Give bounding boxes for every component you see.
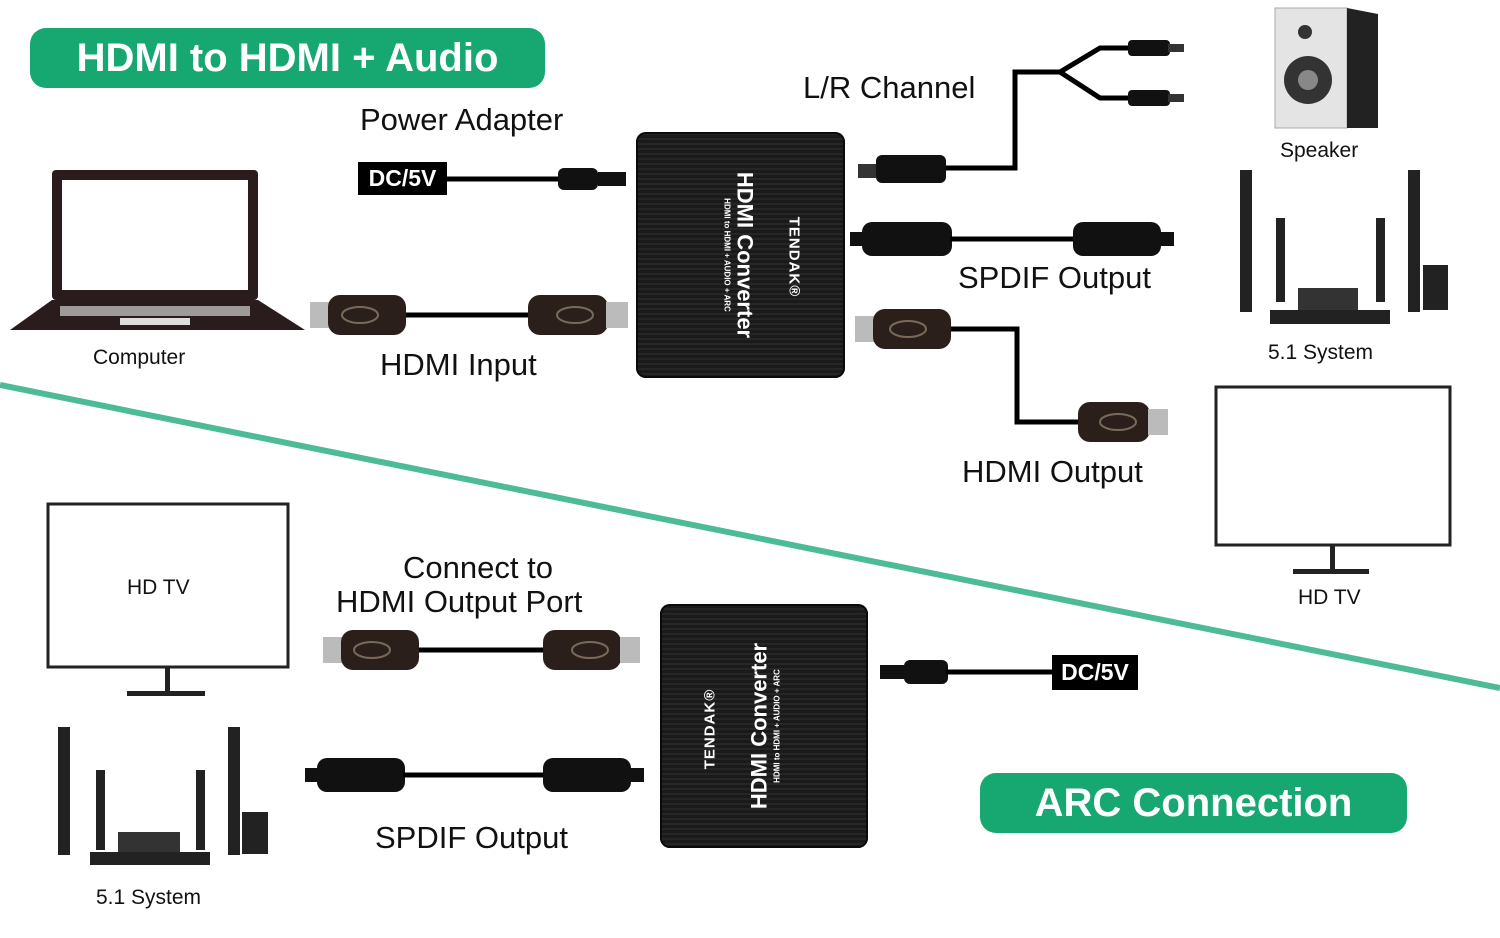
power-cable-icon [880, 660, 1053, 684]
hdmi-input-cable-icon [310, 295, 628, 335]
system-label: 5.1 System [1268, 341, 1374, 364]
speaker-icon [1274, 7, 1378, 129]
dc-5v-label: DC/5V [358, 162, 447, 195]
hdmi-output-port-label: HDMI Output Port [336, 584, 583, 619]
device-subtitle: HDMI to HDMI + AUDIO + ARC [772, 669, 782, 783]
section-title-arc: ARC Connection [980, 773, 1407, 833]
hdtv-label: HD TV [127, 576, 190, 599]
device-brand: TENDAK® [785, 216, 803, 298]
hdmi-cable-icon [323, 630, 640, 670]
spdif-output-label: SPDIF Output [375, 820, 568, 855]
power-cable-icon [447, 168, 626, 190]
speaker-label: Speaker [1280, 139, 1359, 162]
hdtv-label: HD TV [1298, 586, 1361, 609]
hdmi-output-label: HDMI Output [962, 454, 1143, 489]
hdmi-output-cable-icon [855, 309, 1168, 442]
computer-label: Computer [93, 346, 186, 369]
dc-5v-label: DC/5V [1052, 655, 1138, 690]
device-subtitle: HDMI to HDMI + AUDIO + ARC [722, 198, 732, 312]
section-divider [0, 382, 1500, 691]
tv-icon [1214, 385, 1452, 574]
hdmi-converter-device: HDMI Converter HDMI to HDMI + AUDIO + AR… [660, 604, 868, 848]
tv-icon [46, 502, 290, 696]
spdif-cable-icon [850, 222, 1174, 256]
section-title-hdmi-audio: HDMI to HDMI + Audio [30, 28, 545, 88]
surround-system-icon [58, 727, 268, 865]
laptop-icon [10, 170, 305, 330]
hdmi-input-label: HDMI Input [380, 347, 537, 382]
hdmi-converter-device: HDMI Converter HDMI to HDMI + AUDIO + AR… [636, 132, 845, 378]
spdif-cable-icon [305, 758, 644, 792]
lr-channel-label: L/R Channel [803, 70, 976, 105]
device-brand: TENDAK® [701, 688, 719, 770]
spdif-output-label: SPDIF Output [958, 260, 1151, 295]
power-adapter-label: Power Adapter [360, 102, 564, 137]
surround-system-icon [1240, 170, 1448, 324]
rca-cable-icon [858, 40, 1184, 183]
device-model: HDMI Converter [732, 171, 758, 339]
system-label: 5.1 System [96, 886, 202, 909]
device-model: HDMI Converter [746, 642, 772, 810]
connect-to-label: Connect to [403, 550, 553, 585]
